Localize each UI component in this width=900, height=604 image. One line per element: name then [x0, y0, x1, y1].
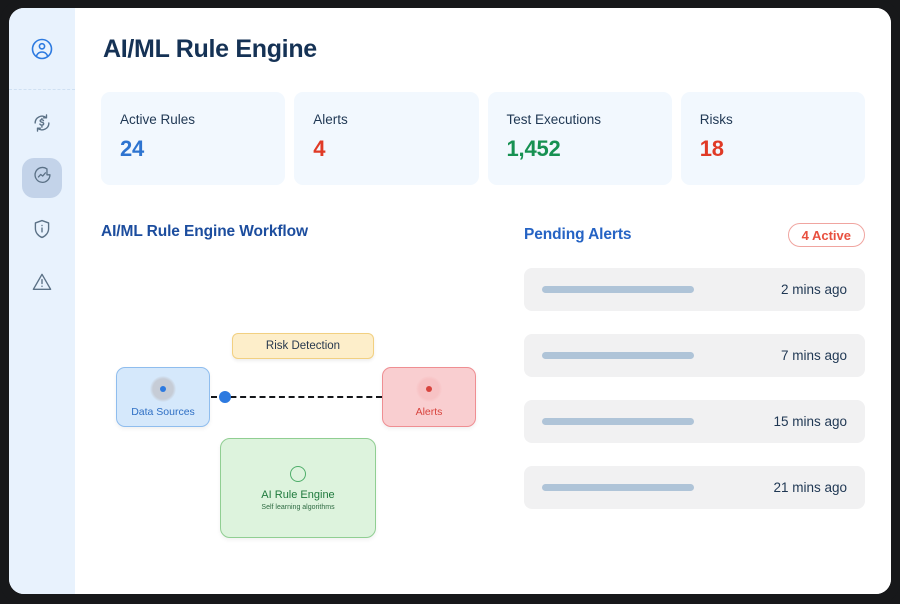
stat-card-alerts[interactable]: Alerts 4 — [294, 92, 479, 185]
alert-placeholder-bar — [542, 484, 694, 491]
sidebar-item-security[interactable] — [22, 211, 62, 251]
status-badge-active[interactable]: 4 Active — [787, 223, 865, 247]
pending-alerts-panel: Pending Alerts 4 Active 2 mins ago 7 min… — [524, 223, 865, 541]
list-item[interactable]: 15 mins ago — [524, 400, 865, 443]
stat-value: 4 — [313, 136, 326, 161]
page-title: AI/ML Rule Engine — [103, 35, 317, 63]
stat-label: Risks — [699, 112, 733, 127]
sidebar-item-billing-sync[interactable] — [22, 105, 62, 145]
content-columns: AI/ML Rule Engine Workflow Risk Detectio… — [101, 223, 865, 541]
workflow-diagram: Risk Detection Data Sources — [101, 251, 506, 541]
stat-value: 1,452 — [506, 136, 561, 161]
list-item[interactable]: 21 mins ago — [524, 466, 865, 509]
sidebar-item-user-profile[interactable] — [22, 31, 62, 71]
pending-alerts-title: Pending Alerts — [524, 226, 632, 243]
workflow-node-ai-rule-engine[interactable]: AI Rule Engine Self learning algorithms — [220, 438, 376, 538]
workflow-chip-risk-detection[interactable]: Risk Detection — [232, 333, 374, 359]
alert-placeholder-bar — [542, 286, 694, 293]
alert-timestamp: 15 mins ago — [773, 414, 847, 429]
node-label: Alerts — [415, 406, 443, 418]
stat-card-test-executions[interactable]: Test Executions 1,452 — [487, 92, 672, 185]
sidebar — [9, 8, 75, 594]
list-item[interactable]: 2 mins ago — [524, 268, 865, 311]
node-label: AI Rule Engine — [261, 488, 335, 501]
stat-label: Active Rules — [120, 112, 196, 127]
main-content: AI/ML Rule Engine Active Rules 24 Alerts… — [75, 8, 891, 594]
stat-label: Test Executions — [506, 112, 602, 127]
node-halo-icon — [150, 376, 176, 402]
alert-placeholder-bar — [542, 418, 694, 425]
shield-info-icon — [31, 218, 53, 245]
stat-value: 24 — [120, 136, 145, 161]
sidebar-item-warnings[interactable] — [22, 264, 62, 304]
edge-connector-dot — [219, 391, 231, 403]
app-screen: AI/ML Rule Engine Active Rules 24 Alerts… — [9, 8, 891, 594]
node-sublabel: Self learning algorithms — [261, 503, 335, 511]
workflow-panel: AI/ML Rule Engine Workflow Risk Detectio… — [101, 223, 506, 541]
stat-card-risks[interactable]: Risks 18 — [680, 92, 865, 185]
sidebar-divider — [9, 89, 75, 90]
workflow-node-alerts[interactable]: Alerts — [382, 367, 476, 427]
alert-timestamp: 21 mins ago — [773, 480, 847, 495]
pending-alerts-list: 2 mins ago 7 mins ago 15 mins ago 21 min… — [524, 268, 865, 509]
node-label: Data Sources — [131, 406, 195, 418]
workflow-edge — [211, 391, 382, 403]
alert-timestamp: 7 mins ago — [780, 348, 847, 363]
alert-timestamp: 2 mins ago — [780, 282, 847, 297]
edge-dashed-line — [211, 396, 382, 398]
circle-ring-icon — [290, 465, 306, 482]
chart-bubble-icon — [32, 165, 53, 191]
workflow-node-data-sources[interactable]: Data Sources — [116, 367, 210, 427]
alert-placeholder-bar — [542, 352, 694, 359]
pending-alerts-header: Pending Alerts 4 Active — [524, 223, 865, 247]
chip-label: Risk Detection — [265, 340, 341, 352]
sidebar-item-analytics[interactable] — [22, 158, 62, 198]
stat-value: 18 — [699, 136, 724, 161]
stat-card-active-rules[interactable]: Active Rules 24 — [101, 92, 286, 185]
node-halo-icon — [416, 376, 442, 402]
warning-triangle-icon — [31, 271, 53, 298]
currency-refresh-icon — [31, 112, 53, 139]
workflow-title: AI/ML Rule Engine Workflow — [101, 223, 308, 240]
stat-label: Alerts — [313, 112, 348, 127]
stats-row: Active Rules 24 Alerts 4 Test Executions… — [101, 92, 865, 185]
list-item[interactable]: 7 mins ago — [524, 334, 865, 377]
user-circle-icon — [30, 37, 54, 66]
